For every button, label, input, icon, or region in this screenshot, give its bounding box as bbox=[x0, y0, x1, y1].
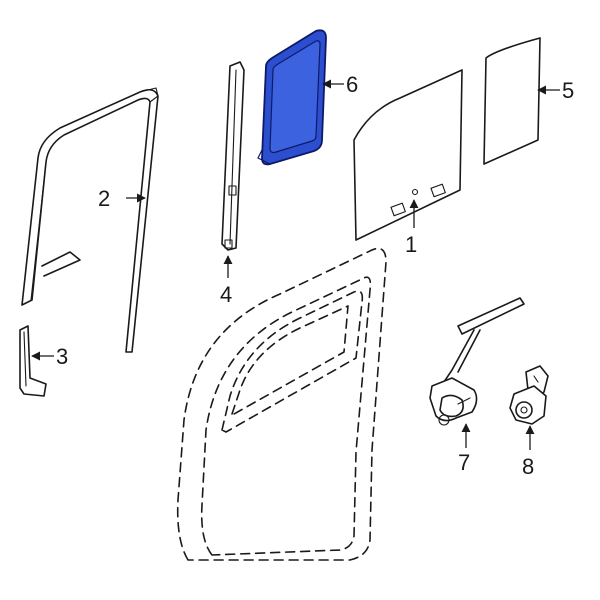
callout-7: 7 bbox=[458, 423, 471, 475]
callout-label-5: 5 bbox=[562, 78, 574, 103]
part-4-division-bar[interactable] bbox=[221, 61, 245, 251]
callout-label-4: 4 bbox=[220, 282, 232, 307]
callout-3: 3 bbox=[31, 344, 68, 369]
part-6-quarter-glass[interactable] bbox=[257, 29, 327, 166]
callout-8: 8 bbox=[522, 425, 535, 479]
door-outline bbox=[176, 247, 387, 561]
part-2-window-frame[interactable] bbox=[21, 87, 159, 353]
callout-2: 2 bbox=[98, 186, 146, 211]
part-7-window-regulator[interactable] bbox=[429, 297, 525, 426]
part-5-fixed-glass[interactable] bbox=[483, 37, 541, 165]
callout-label-7: 7 bbox=[458, 450, 470, 475]
callout-label-6: 6 bbox=[346, 72, 358, 97]
callout-1: 1 bbox=[405, 199, 419, 257]
callout-label-1: 1 bbox=[405, 232, 417, 257]
callout-label-3: 3 bbox=[56, 344, 68, 369]
callout-6: 6 bbox=[322, 72, 358, 97]
part-3-lower-channel[interactable] bbox=[19, 325, 47, 397]
callout-label-8: 8 bbox=[522, 454, 534, 479]
part-8-regulator-motor[interactable] bbox=[509, 365, 549, 425]
callout-label-2: 2 bbox=[98, 186, 110, 211]
callout-4: 4 bbox=[220, 255, 233, 307]
part-1-door-glass[interactable] bbox=[353, 69, 463, 241]
callout-5: 5 bbox=[537, 78, 574, 103]
